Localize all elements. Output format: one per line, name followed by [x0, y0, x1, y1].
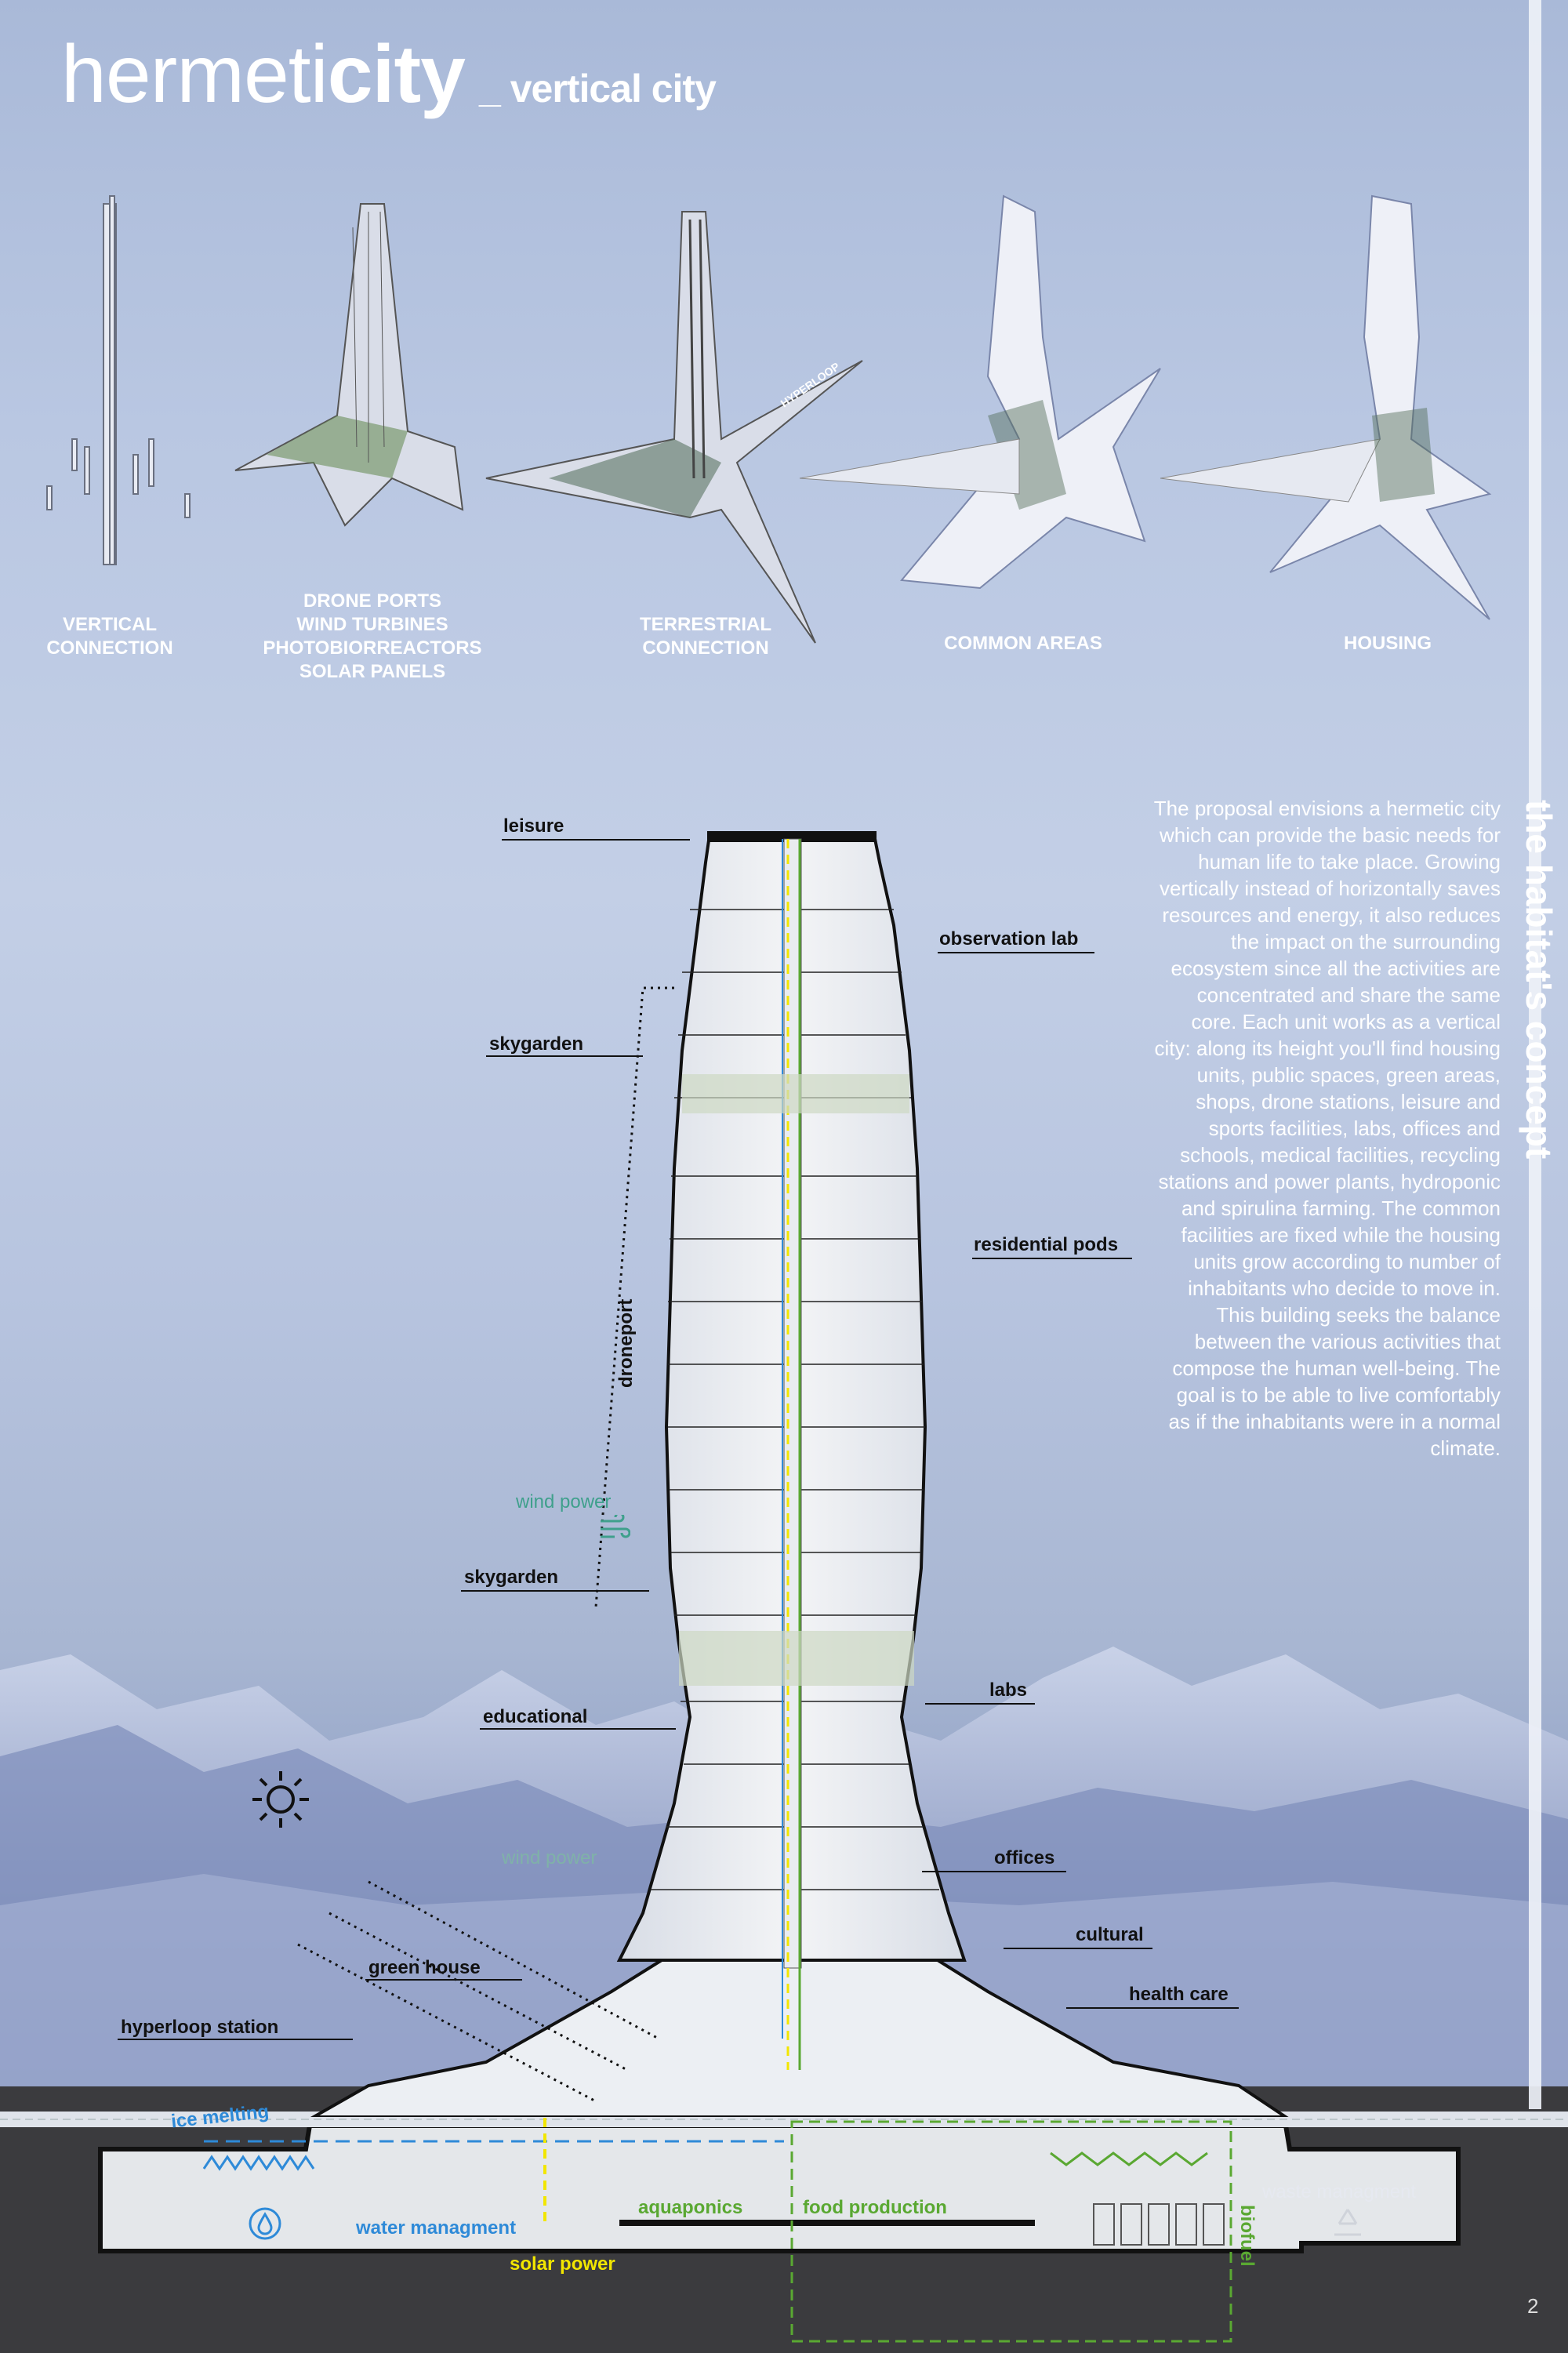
wind-icon — [601, 1515, 630, 1538]
concept-text: The proposal envisions a hermetic city w… — [1153, 797, 1501, 1460]
label-skygarden-top: skygarden — [489, 1033, 584, 1055]
stage-housing — [1160, 194, 1492, 620]
stage-label-terrestrial: TERRESTRIAL CONNECTION — [640, 614, 771, 659]
leader-leisure — [502, 839, 690, 841]
title-bold: city — [327, 29, 466, 120]
label-health-care: health care — [1129, 1984, 1229, 2005]
label-residential-pods: residential pods — [974, 1234, 1119, 1255]
stage-drone-ports — [234, 203, 464, 527]
stage-terrestrial: HYPERLOOP — [485, 211, 863, 644]
leader-residential-pods — [972, 1258, 1132, 1259]
leader-skygarden-mid — [461, 1590, 649, 1592]
leader-labs — [925, 1703, 1035, 1705]
label-observation-lab: observation lab — [939, 928, 1079, 950]
stage-vertical-connection — [46, 195, 191, 565]
stage-label-drone-ports: DRONE PORTS WIND TURBINES PHOTOBIORREACT… — [263, 590, 482, 682]
evolution-diagrams: HYPERLOOP — [46, 194, 1492, 644]
leader-health-care — [1066, 2007, 1239, 2009]
label-cultural: cultural — [1076, 1924, 1144, 1945]
leader-observation-lab — [938, 952, 1094, 953]
leader-educational — [480, 1728, 676, 1730]
label-solar-power: solar power — [510, 2253, 615, 2275]
label-leisure: leisure — [503, 815, 564, 837]
tower-section — [297, 831, 1289, 2117]
stage-label-vertical-connection: VERTICAL CONNECTION — [46, 614, 173, 659]
title-subtitle: _ vertical city — [479, 67, 717, 111]
label-hyperloop-station: hyperloop station — [121, 2017, 279, 2038]
water-drop-icon — [249, 2207, 281, 2240]
label-water-managment: water managment — [356, 2217, 517, 2239]
title-light: hermeti — [61, 29, 328, 120]
label-wind-power-1: wind power — [516, 1491, 612, 1512]
leader-offices — [922, 1871, 1066, 1872]
sun-icon — [252, 1771, 309, 1828]
stage-common-areas — [799, 194, 1161, 590]
label-biofuel: biofuel — [1236, 2205, 1258, 2267]
label-skygarden-mid: skygarden — [464, 1567, 559, 1588]
leader-skygarden-top — [486, 1055, 643, 1057]
leader-hyperloop-station — [118, 2039, 353, 2040]
label-offices: offices — [994, 1847, 1055, 1868]
page-title: hermeticity _ vertical city — [61, 28, 717, 122]
label-labs: labs — [989, 1679, 1028, 1701]
side-accent-bar — [1529, 0, 1541, 2109]
label-wind-power-2: wind power — [502, 1847, 597, 1868]
label-aquaponics: aquaponics — [638, 2197, 743, 2218]
label-waste-managment: waste managment — [1262, 2181, 1417, 2202]
stage-label-housing: HOUSING — [1343, 633, 1432, 654]
leader-cultural — [1004, 1948, 1152, 1949]
label-droneport: droneport — [615, 1298, 637, 1388]
label-food-production: food production — [803, 2197, 947, 2218]
stage-label-common-areas: COMMON AREAS — [944, 633, 1102, 654]
page-number: 2 — [1527, 2294, 1539, 2318]
recycle-icon — [1334, 2209, 1361, 2236]
label-green-house: green house — [368, 1957, 481, 1978]
label-educational: educational — [483, 1706, 588, 1727]
leader-green-house — [365, 1979, 522, 1981]
